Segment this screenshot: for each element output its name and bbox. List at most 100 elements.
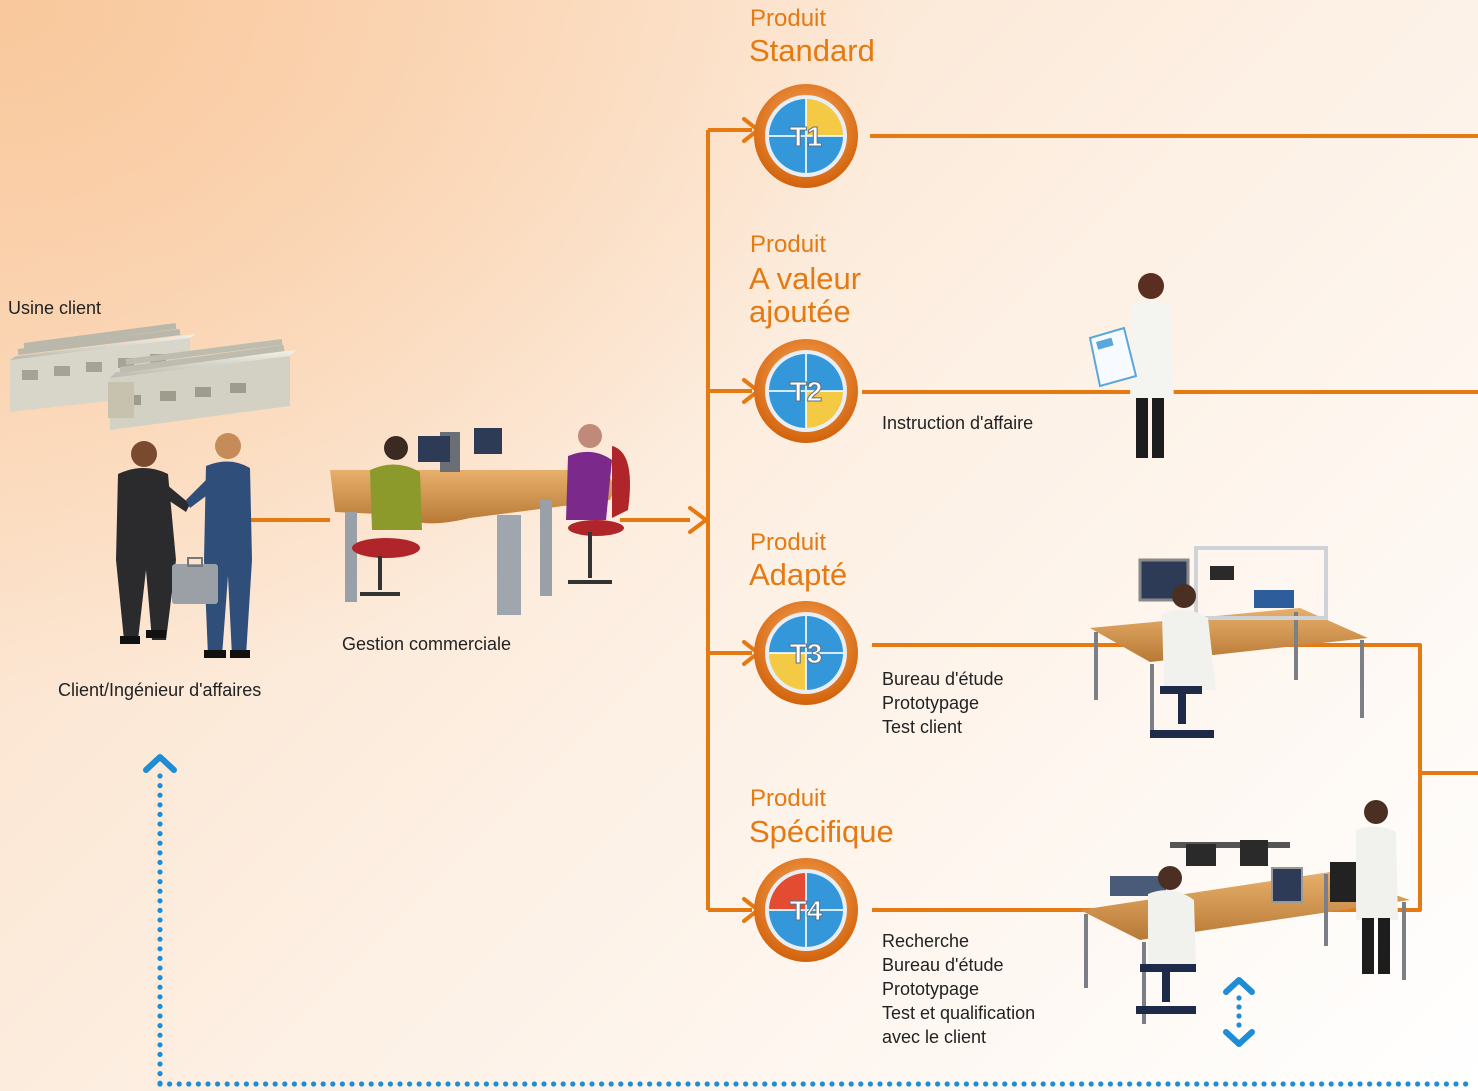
feedback-dot [1280,1081,1286,1087]
feedback-dot [704,1081,710,1087]
feedback-dot [1107,1081,1113,1087]
badge-quadrant [769,99,806,136]
feedback-dot [627,1081,634,1087]
feedback-dot [435,1081,441,1087]
feedback-dot [176,1081,182,1087]
feedback-dot [1213,1081,1219,1087]
feedback-dot [1434,1081,1440,1087]
feedback-dot [781,1081,787,1087]
tier-t4-detail-4: Test et qualification [882,1003,1036,1023]
feedback-dot [1367,1081,1373,1087]
feedback-dot [1021,1081,1027,1087]
feedback-dot [320,1081,326,1087]
feedback-loop [143,754,1469,1087]
feedback-dot [589,1081,595,1087]
out-t4 [872,773,1422,912]
feedback-dot [877,1081,883,1087]
feedback-dot [570,1081,576,1087]
feedback-dot [1347,1081,1353,1087]
feedback-dot [800,1081,806,1087]
feedback-dot [157,1061,163,1067]
badge-cross [769,99,843,173]
feedback-dot [1236,1022,1242,1028]
feedback-dot [1175,1081,1181,1087]
arrowhead-gestion [688,506,710,534]
badge-quadrant [769,873,806,910]
feedback-dot [359,1081,365,1087]
feedback-small-arrow-down [1223,1029,1255,1047]
feedback-dot [157,984,163,990]
feedback-dot [1088,1081,1094,1087]
feedback-dot [157,975,163,981]
feedback-dot [1069,1081,1075,1087]
client-engineer-label: Client/Ingénieur d'affaires [58,680,262,700]
feedback-dot [810,1081,816,1087]
feedback-dot [714,1081,720,1087]
lab-bench-t3-illustration [1090,546,1368,738]
tier-t3-detail-3: Test client [882,717,963,737]
feedback-dot [1194,1081,1200,1087]
feedback-dot [157,802,163,808]
feedback-dot [311,1081,317,1087]
feedback-dot [224,1081,230,1087]
feedback-dot [637,1081,643,1087]
feedback-dot [445,1081,451,1087]
feedback-dot [1059,1081,1065,1087]
feedback-dot [243,1081,249,1087]
tier-t2-detail: Instruction d'affaire [882,413,1034,433]
badge-quadrant [806,391,843,428]
feedback-dot [157,821,163,827]
feedback-dot [848,1081,854,1087]
feedback-dot [1079,1081,1085,1087]
feedback-dot [282,1081,288,1087]
feedback-dot [541,1081,547,1087]
feedback-dot [983,1081,989,1087]
feedback-dot [1386,1081,1392,1087]
feedback-dot [291,1081,297,1087]
feedback-dot [1236,1013,1242,1019]
tier-t2-name-line1: A valeur [749,261,862,296]
feedback-dot [1236,1004,1242,1010]
tier-t4-detail-3: Prototypage [882,979,980,999]
feedback-dot [157,1003,163,1010]
feedback-dot [752,1081,758,1087]
feedback-dot [157,994,163,1000]
lab-bench-t4-illustration [1080,800,1410,1024]
feedback-dot [464,1081,470,1087]
feedback-dot [551,1081,557,1087]
factory-illustration [10,323,296,430]
feedback-dot [157,1013,163,1019]
feedback-arrow-up [143,754,177,773]
feedback-dot [1155,1081,1161,1087]
feedback-dot [1236,995,1242,1001]
commercial-management-label: Gestion commerciale [342,634,512,654]
feedback-dot [1098,1081,1104,1087]
badge-quadrant [806,910,843,947]
badge-quadrant [769,910,806,947]
feedback-dot [407,1081,413,1087]
tier-t3-detail-2: Prototypage [882,693,980,713]
tier-t1-prefix: Produit [750,5,827,32]
badge-quadrant [769,616,806,653]
feedback-small-arrow-up [1223,977,1255,995]
tier-t3-detail-1: Bureau d'étude [882,669,1004,689]
feedback-dot [647,1081,653,1087]
feedback-dot [503,1081,509,1087]
feedback-dot [234,1081,240,1087]
feedback-dot [1251,1081,1257,1087]
feedback-dot [1223,1081,1229,1087]
feedback-dot [829,1081,835,1087]
feedback-dot [1338,1081,1344,1087]
tier-t2-name-line2: ajoutée [749,294,851,329]
tier-t2-prefix: Produit [750,231,827,258]
feedback-dot [579,1081,586,1087]
feedback-dot [1415,1081,1421,1087]
tier-t1-name: Standard [749,33,875,68]
badge-cross [769,354,843,428]
feedback-dot [839,1081,845,1087]
feedback-dot [925,1081,931,1087]
feedback-dot [157,965,163,971]
feedback-dot [1376,1081,1382,1087]
